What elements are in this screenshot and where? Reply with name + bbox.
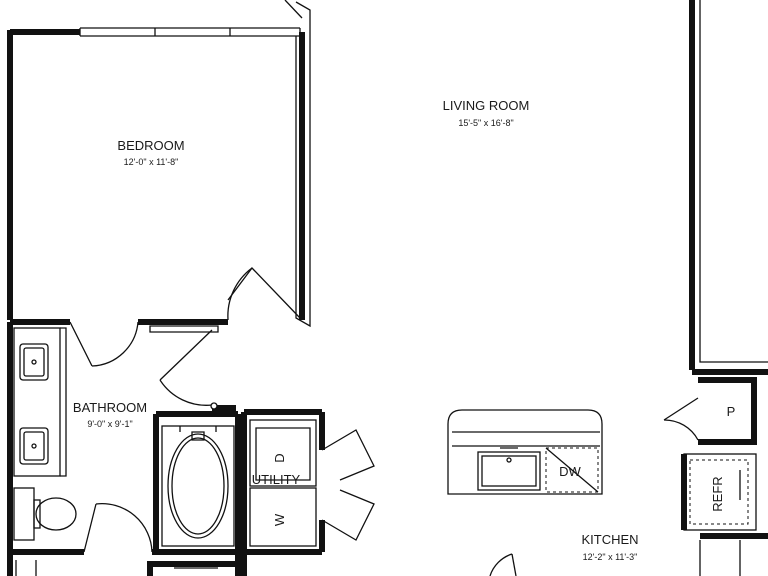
bottom-walls	[15, 553, 517, 576]
dishwasher-label: DW	[559, 464, 581, 479]
utility-closet	[241, 409, 375, 576]
pantry-label: P	[727, 404, 736, 419]
bathtub	[153, 411, 241, 576]
bedroom-label: BEDROOM	[117, 138, 184, 153]
refrigerator-label: REFR	[710, 476, 725, 511]
bathroom-walls	[7, 322, 242, 576]
living-room-dims: 15'-5" x 16'-8"	[458, 118, 513, 128]
bedroom-walls	[7, 0, 311, 333]
bedroom-dims: 12'-0" x 11'-8"	[124, 157, 179, 167]
bathroom-dims: 9'-0" x 9'-1"	[87, 419, 132, 429]
kitchen-label: KITCHEN	[581, 532, 638, 547]
utility-label: UTILITY	[252, 472, 301, 487]
washer-label: W	[272, 513, 287, 526]
kitchen-dims: 12'-2" x 11'-3"	[583, 552, 638, 562]
right-walls	[663, 0, 768, 576]
kitchen-island	[447, 409, 603, 495]
living-room-label: LIVING ROOM	[443, 98, 530, 113]
dryer-label: D	[272, 453, 287, 462]
bedroom-door	[69, 321, 139, 367]
bathroom-label: BATHROOM	[73, 400, 147, 415]
